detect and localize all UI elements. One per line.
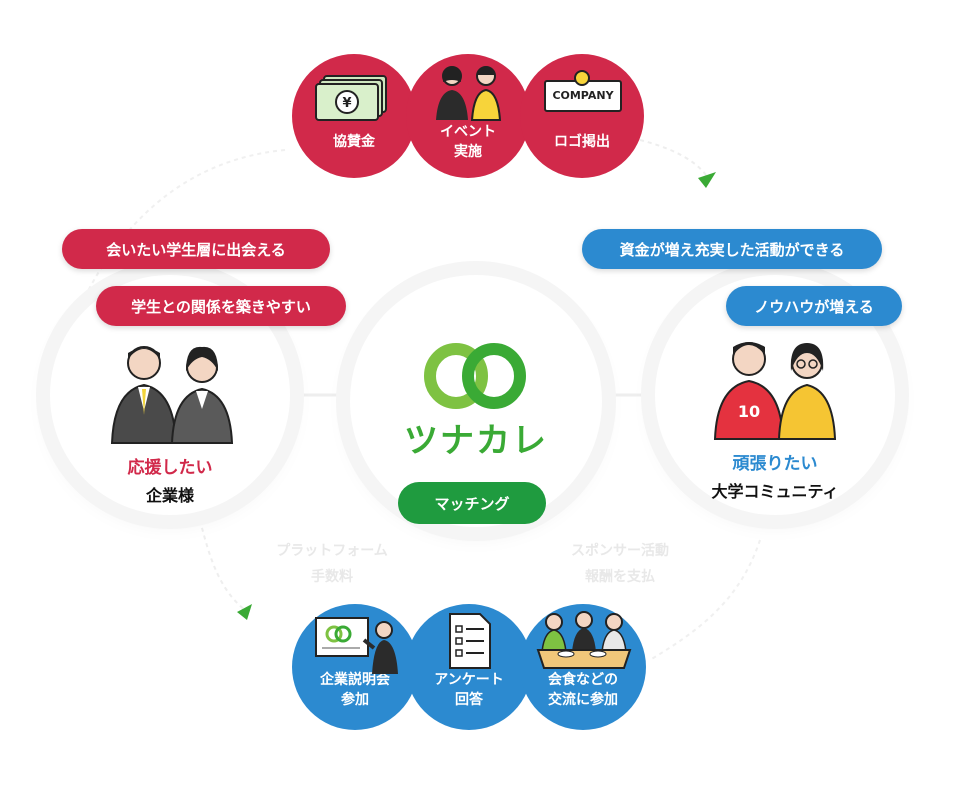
faint-reward-label: スポンサー活動 報酬を支払 bbox=[540, 538, 700, 590]
bottom-circle-label-1: 企業説明会 参加 bbox=[320, 672, 390, 708]
sign-light bbox=[574, 70, 590, 86]
business-people-icon bbox=[110, 346, 234, 444]
sponsor-money-circle: ¥ 協賛金 bbox=[292, 54, 416, 178]
benefit-pill-3: 資金が増え充実した活動ができる bbox=[582, 229, 882, 269]
community-node-line1: 頑張りたい bbox=[732, 454, 818, 474]
arrow-top-right bbox=[698, 172, 716, 188]
faint-fee-label: プラットフォーム 手数料 bbox=[252, 538, 412, 590]
company-sign-text: COMPANY bbox=[552, 89, 614, 102]
benefit-pill-4: ノウハウが増える bbox=[726, 286, 902, 326]
company-node-line1: 応援したい bbox=[127, 458, 213, 478]
money-icon: ¥ bbox=[315, 75, 387, 121]
top-circle-label-3: ロゴ掲出 bbox=[554, 134, 610, 150]
top-circle-label-2: イベント 実施 bbox=[440, 124, 496, 160]
benefit-pill-1: 会いたい学生層に出会える bbox=[62, 229, 330, 269]
people-icon bbox=[436, 66, 502, 121]
dining-circle: 会食などの 交流に参加 bbox=[520, 604, 646, 730]
benefit-pill-2: 学生との関係を築きやすい bbox=[96, 286, 346, 326]
company-briefing-circle: 企業説明会 参加 bbox=[292, 604, 418, 730]
faint-reward-line1: スポンサー活動 bbox=[571, 543, 669, 559]
svg-text:¥: ¥ bbox=[342, 96, 351, 111]
community-node-line2: 大学コミュニティ bbox=[711, 482, 839, 501]
faint-fee-line1: プラットフォーム bbox=[276, 543, 388, 559]
faint-reward-line2: 報酬を支払 bbox=[585, 569, 655, 585]
faint-fee-line2: 手数料 bbox=[311, 569, 353, 585]
jersey-number: 10 bbox=[738, 402, 760, 421]
bottom-circle-label-3: 会食などの 交流に参加 bbox=[548, 672, 618, 708]
students-icon: 10 bbox=[713, 342, 837, 440]
arrow-bottom-left bbox=[237, 604, 252, 620]
company-node-line2: 企業様 bbox=[145, 486, 194, 505]
community-node-label: 頑張りたい 大学コミュニティ bbox=[655, 449, 895, 502]
tsunakare-logo-text: ツナカレ bbox=[404, 421, 548, 461]
checklist-icon bbox=[449, 613, 491, 669]
presentation-icon bbox=[315, 617, 398, 674]
dining-icon bbox=[536, 611, 632, 669]
event-circle: イベント 実施 bbox=[406, 54, 530, 178]
survey-circle: アンケート 回答 bbox=[406, 604, 532, 730]
tsunakare-logo-icon bbox=[424, 343, 526, 409]
bottom-circle-label-2: アンケート 回答 bbox=[434, 672, 504, 708]
top-circle-label-1: 協賛金 bbox=[333, 134, 375, 150]
company-node-label: 応援したい 企業様 bbox=[50, 453, 290, 506]
matching-badge: マッチング bbox=[398, 482, 546, 524]
logo-display-circle: COMPANY ロゴ掲出 bbox=[520, 54, 644, 178]
